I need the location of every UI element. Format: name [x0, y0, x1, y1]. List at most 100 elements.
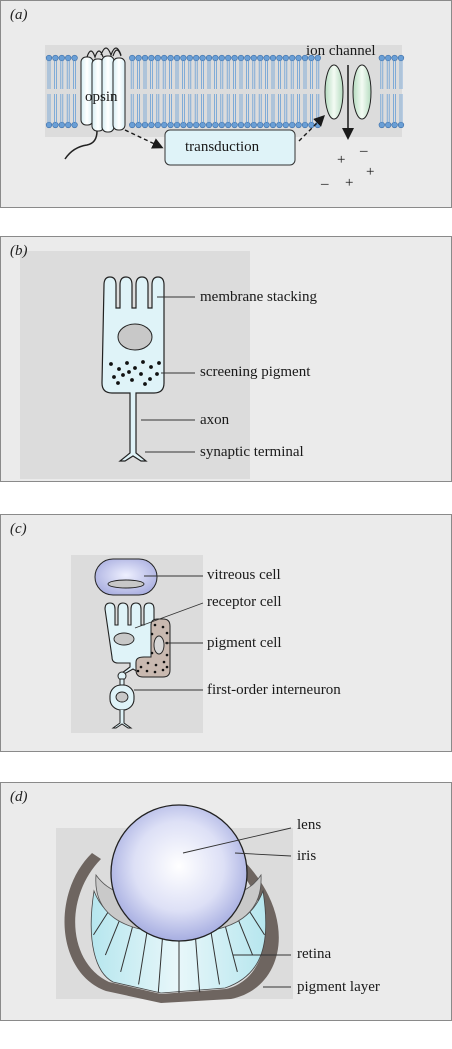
ion-sign: – [360, 143, 368, 159]
transduction-label: transduction [185, 139, 260, 155]
lipid-head [257, 54, 264, 62]
pigment-granule [109, 362, 113, 366]
pigment-granule [136, 669, 140, 673]
lipid-head [161, 54, 168, 62]
pigment-layer [64, 853, 279, 1003]
ion-sign: + [366, 164, 375, 180]
lipid-head [263, 121, 270, 129]
ion-sign: + [337, 152, 346, 168]
lipid-head [218, 54, 225, 62]
lipid-head [295, 121, 302, 129]
lipid-head [225, 121, 232, 129]
pigment-granule [161, 668, 165, 672]
lipid-head [391, 54, 398, 62]
lipid-head [167, 121, 174, 129]
lipid-head [385, 121, 392, 129]
lipid-head [141, 54, 149, 62]
lipid-head [199, 54, 206, 62]
pigment-granule [139, 665, 143, 669]
pigment-granule [143, 382, 147, 386]
lipid-head [231, 121, 238, 129]
panel-c: (c) vitreous cell receptor cell pigment … [0, 514, 452, 752]
lens [110, 804, 248, 942]
panel-b-label: (b) [10, 243, 28, 259]
lipid-head [154, 121, 161, 129]
lipid-head [148, 54, 155, 62]
pigment-granule [150, 651, 154, 655]
lipid-head [212, 121, 219, 129]
retina-receptor-line [210, 932, 220, 985]
membrane-stacking-label: membrane stacking [200, 289, 318, 305]
lipid-head [205, 54, 213, 62]
lipid-head [276, 54, 283, 62]
panel-a-drawing [45, 45, 405, 166]
interneuron-label: first-order interneuron [207, 682, 341, 698]
receptor-nucleus [113, 632, 135, 646]
lipid-head [52, 54, 59, 62]
panel-a: (a) opsin transduction ion channel + – +… [0, 0, 452, 208]
lipid-head [250, 121, 257, 129]
retina-receptor-line [138, 932, 148, 985]
vitreous-cell-label: vitreous cell [207, 567, 281, 583]
lipid-head [154, 54, 161, 62]
lipid-head [308, 54, 315, 62]
lipid-head [193, 121, 200, 129]
lipid-head [308, 121, 315, 129]
pigment-granule [155, 372, 159, 376]
lipid-head [244, 121, 251, 129]
pigment-granule [154, 663, 158, 667]
opsin-protein [64, 47, 126, 160]
lipid-head [378, 54, 385, 62]
pigment-granule [127, 370, 131, 374]
panel-c-leader-lines [134, 575, 204, 691]
opsin-label: opsin [85, 89, 118, 105]
ion-channel-label: ion channel [306, 43, 376, 59]
pigment-granule [165, 631, 169, 635]
lipid-head [173, 121, 181, 129]
photoreceptor-cell [101, 276, 165, 462]
panel-d-label: (d) [10, 789, 28, 805]
retina-receptor-line [236, 917, 254, 956]
lipid-head [218, 121, 225, 129]
pigment-cell-label: pigment cell [207, 635, 282, 651]
lipid-head [314, 54, 321, 62]
lipid-head [391, 121, 398, 129]
lipid-head [385, 54, 392, 62]
pigment-granule [161, 625, 165, 629]
lipid-head [65, 121, 72, 129]
panel-c-label: (c) [10, 521, 27, 537]
panel-d-leader-lines [182, 827, 292, 988]
retina-receptor-line [120, 926, 134, 973]
pigment-granule [112, 375, 116, 379]
pigment-layer-label: pigment layer [297, 979, 380, 995]
lipid-head [141, 121, 149, 129]
iris-label: iris [297, 848, 317, 864]
lipid-head [282, 121, 289, 129]
pigment-granule [141, 360, 145, 364]
lipid-head [250, 54, 257, 62]
pigment-granule [153, 623, 157, 627]
pigment-granule [121, 373, 125, 377]
pigment-cell [135, 618, 171, 678]
lipid-head [135, 54, 142, 62]
panel-d-drawing [56, 804, 293, 1003]
panel-c-drawing [71, 555, 204, 733]
lipid-head [257, 121, 264, 129]
lipid-head [173, 54, 181, 62]
ion-sign: + [345, 175, 354, 191]
lens-label: lens [297, 817, 322, 833]
pigment-granule [133, 366, 137, 370]
lipid-head [148, 121, 155, 129]
vitreous-nucleus [107, 579, 145, 589]
lipid-head [199, 121, 206, 129]
lipid-head [58, 121, 65, 129]
pigment-granule [117, 367, 121, 371]
screening-pigment-label: screening pigment [200, 364, 311, 380]
lipid-head [397, 121, 405, 129]
pigment-granule [162, 660, 166, 664]
lipid-head [244, 54, 251, 62]
retina-receptor-line [194, 936, 201, 993]
lipid-head [212, 54, 219, 62]
panel-d: (d) lens iris retina pigment layer [0, 782, 452, 1021]
lipid-bilayer [45, 54, 405, 129]
